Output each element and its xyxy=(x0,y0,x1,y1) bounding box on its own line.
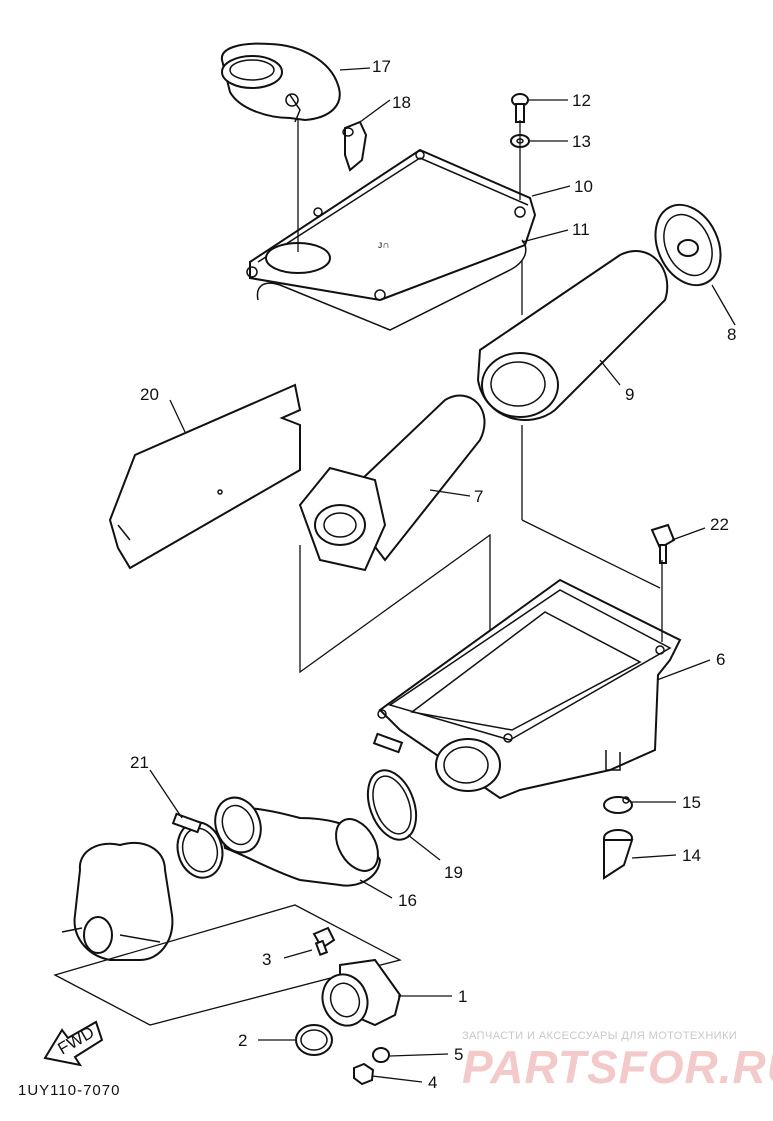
part-9-air-filter-element xyxy=(476,250,669,421)
watermark-logo: PARTSFOR.RU xyxy=(462,1041,773,1093)
leader-lines xyxy=(149,67,736,1083)
callout-19: 19 xyxy=(444,863,463,882)
callout-1: 1 xyxy=(458,987,467,1006)
part-8-end-cap xyxy=(654,203,722,287)
callout-5: 5 xyxy=(454,1045,463,1064)
part-10-air-box-cover: ᴊ∩ xyxy=(246,148,537,302)
part-19-hose-clamp xyxy=(366,732,418,841)
callout-22: 22 xyxy=(710,515,729,534)
part-6-air-box-case xyxy=(377,578,682,800)
outline-bracket-7 xyxy=(299,533,491,720)
outline-bracket-1 xyxy=(53,904,402,1026)
callout-2: 2 xyxy=(238,1031,247,1050)
part-1-intake-joint xyxy=(321,958,402,1027)
fwd-arrow: FWD xyxy=(43,1020,104,1067)
callout-21: 21 xyxy=(130,753,149,772)
callout-15: 15 xyxy=(682,793,701,812)
callout-20: 20 xyxy=(140,385,159,404)
part-11-cover-gasket xyxy=(256,239,527,331)
part-3-screw xyxy=(312,926,336,956)
svg-text:ᴊ∩: ᴊ∩ xyxy=(378,240,389,251)
part-21-hose-clamp xyxy=(171,812,224,879)
part-18-elbow-fitting xyxy=(342,120,368,172)
callout-8: 8 xyxy=(727,325,736,344)
callout-11: 11 xyxy=(572,220,590,239)
callout-4: 4 xyxy=(428,1073,437,1092)
callout-6: 6 xyxy=(716,650,725,669)
callout-16: 16 xyxy=(398,891,417,910)
part-4-nut xyxy=(353,1062,375,1086)
callout-14: 14 xyxy=(682,846,701,865)
part-15-clamp xyxy=(603,796,633,814)
callout-17: 17 xyxy=(372,57,391,76)
callout-12: 12 xyxy=(572,91,591,110)
callout-3: 3 xyxy=(262,950,271,969)
part-2-o-ring-inner xyxy=(300,1029,328,1051)
callout-10: 10 xyxy=(574,177,593,196)
part-14-drain-cap xyxy=(603,829,634,880)
drawing-code: 1UY110-7070 xyxy=(18,1082,121,1099)
part-20-side-panel xyxy=(108,383,302,570)
part-5-washer xyxy=(372,1047,390,1063)
watermark-tagline: ЗАПЧАСТИ И АКСЕССУАРЫ ДЛЯ МОТОТЕХНИКИ xyxy=(462,1030,738,1042)
part-22-bolt xyxy=(650,523,676,564)
callout-18: 18 xyxy=(392,93,411,112)
part-12-screw xyxy=(511,93,529,123)
part-17-intake-cap xyxy=(220,42,341,123)
carburetor xyxy=(61,842,174,961)
callout-7: 7 xyxy=(474,487,483,506)
callout-13: 13 xyxy=(572,132,591,151)
callout-9: 9 xyxy=(625,385,634,404)
part-7-intake-tube xyxy=(298,394,486,572)
part-16-joint-boot xyxy=(214,796,382,887)
